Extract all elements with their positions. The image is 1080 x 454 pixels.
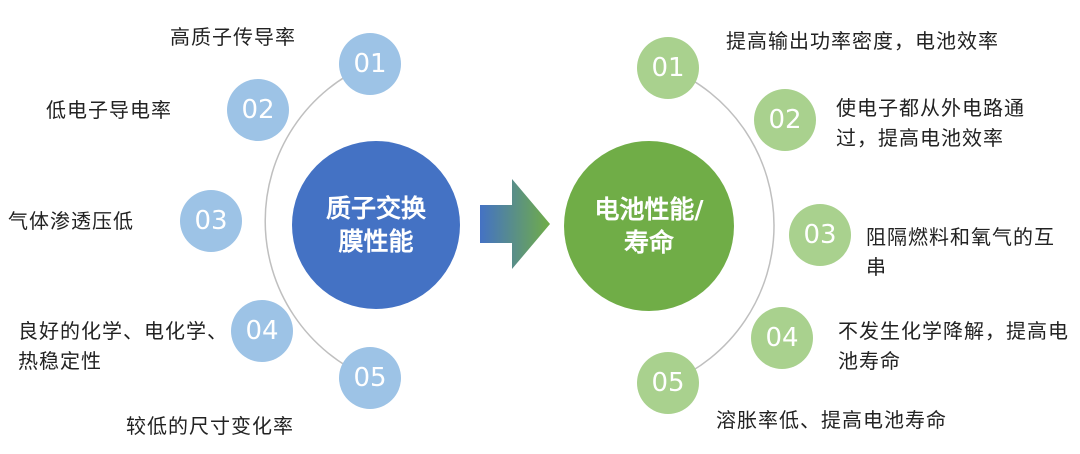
left-label-04: 良好的化学、电化学、热稳定性: [18, 319, 228, 373]
right-label-05: 溶胀率低、提高电池寿命: [716, 408, 947, 432]
left-label-03: 气体渗透压低: [8, 209, 134, 233]
left-label-05: 较低的尺寸变化率: [126, 414, 294, 438]
left-badge-01: 01: [339, 33, 401, 95]
right-badge-02: 02: [754, 89, 816, 151]
left-badge-02: 02: [227, 79, 289, 141]
right-badge-01: 01: [637, 37, 699, 99]
right-label-01: 提高输出功率密度，电池效率: [726, 29, 999, 53]
battery-performance-hub: 电池性能/寿命: [564, 141, 734, 311]
membrane-performance-label: 质子交换膜性能: [325, 194, 426, 256]
right-badge-04: 04: [751, 307, 813, 369]
right-badge-05: 05: [637, 352, 699, 414]
left-label-01: 高质子传导率: [170, 25, 296, 49]
battery-performance-label: 电池性能/寿命: [594, 195, 704, 257]
left-badge-03: 03: [180, 190, 242, 252]
left-badge-05: 05: [339, 347, 401, 409]
right-label-04: 不发生化学降解，提高电池寿命: [838, 319, 1069, 373]
right-label-02: 使电子都从外电路通过，提高电池效率: [836, 96, 1025, 150]
left-arc: [264, 63, 371, 379]
right-arrow-icon: [480, 179, 550, 269]
membrane-performance-hub: 质子交换膜性能: [292, 141, 460, 309]
right-badge-03: 03: [789, 204, 851, 266]
right-arc: [667, 67, 775, 384]
left-label-02: 低电子导电率: [46, 98, 172, 122]
right-label-03: 阻隔燃料和氧气的互串: [866, 225, 1055, 279]
left-badge-04: 04: [231, 300, 293, 362]
